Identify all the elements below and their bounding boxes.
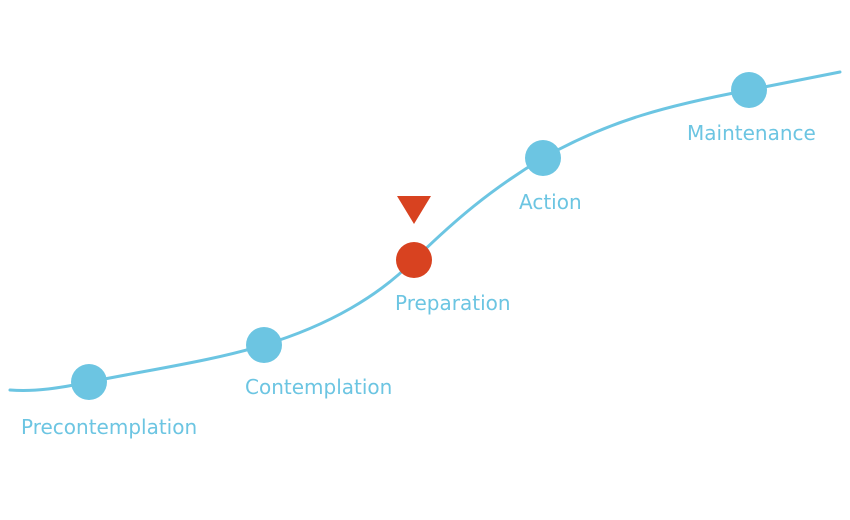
stage-dot xyxy=(525,140,561,176)
stage-dot xyxy=(246,327,282,363)
stage-dot xyxy=(731,72,767,108)
stage-node-contemplation: Contemplation xyxy=(245,327,392,399)
stage-label: Maintenance xyxy=(687,121,816,145)
stage-node-action: Action xyxy=(519,140,582,214)
stage-node-maintenance: Maintenance xyxy=(687,72,816,145)
current-stage-marker-icon xyxy=(397,196,431,224)
stage-node-preparation: Preparation xyxy=(395,242,511,315)
stage-label: Precontemplation xyxy=(21,415,197,439)
stage-label: Preparation xyxy=(395,291,511,315)
stage-label: Action xyxy=(519,190,582,214)
stage-label: Contemplation xyxy=(245,375,392,399)
progress-curve xyxy=(8,70,842,392)
stage-dot xyxy=(71,364,107,400)
stage-dot xyxy=(396,242,432,278)
stage-node-precontemplation: Precontemplation xyxy=(21,364,197,439)
